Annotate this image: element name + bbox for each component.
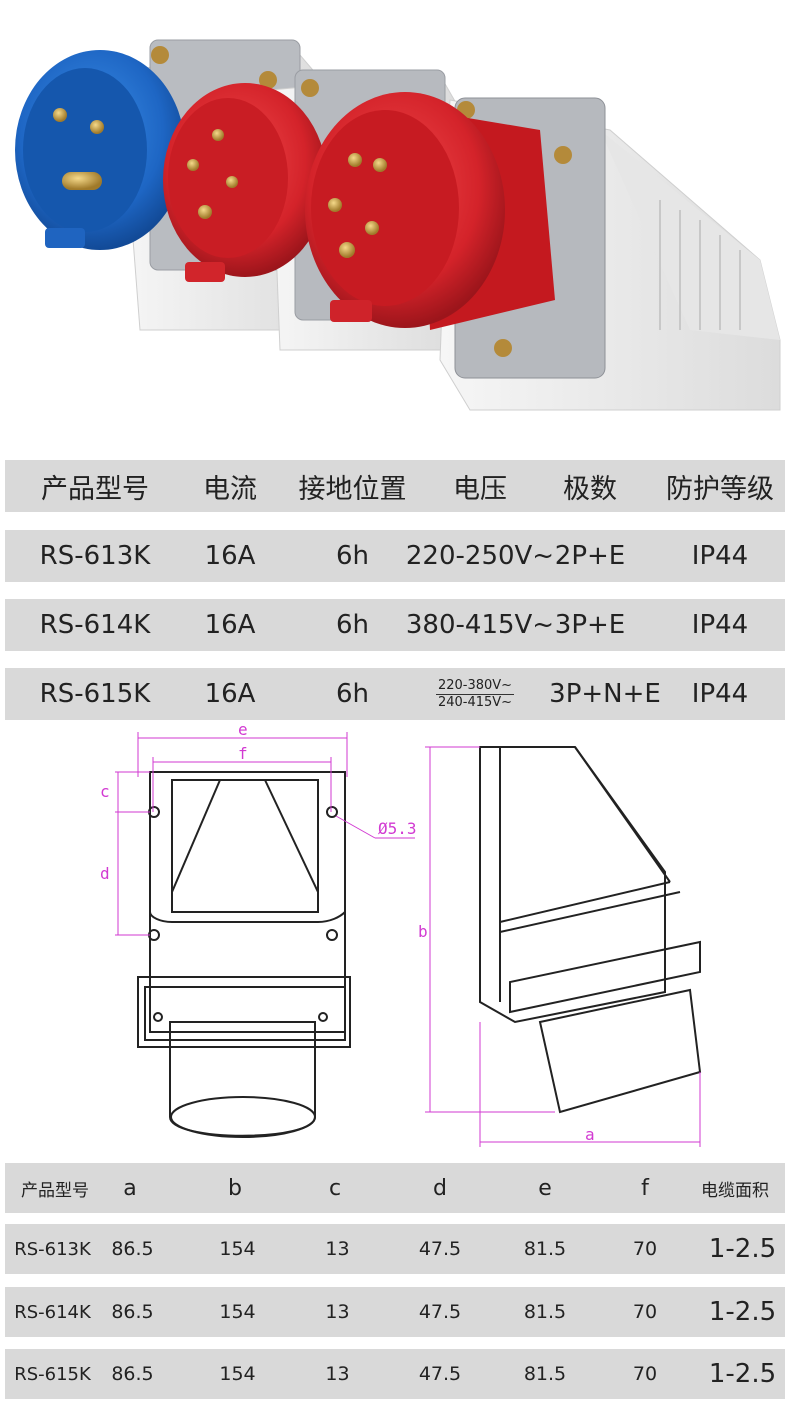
cell-b: 154 <box>219 1301 256 1323</box>
cell-model: RS-613K <box>39 541 151 571</box>
spec-table-header: 产品型号 电流 接地位置 电压 极数 防护等级 <box>5 460 785 512</box>
header-model: 产品型号 <box>41 473 149 505</box>
cell-e: 81.5 <box>523 1363 567 1385</box>
cell-cable: 1-2.5 <box>708 1297 777 1327</box>
cell-model: RS-614K <box>14 1301 91 1323</box>
dim-row: RS-615K 86.5 154 13 47.5 81.5 70 1-2.5 <box>5 1349 785 1399</box>
header-c: c <box>328 1175 342 1201</box>
cell-b: 154 <box>219 1238 256 1260</box>
header-d: d <box>433 1175 447 1201</box>
voltage-bottom: 240-415V~ <box>437 694 513 710</box>
cell-a: 86.5 <box>111 1363 154 1385</box>
header-voltage: 电压 <box>453 473 507 505</box>
header-ip: 防护等级 <box>666 473 774 505</box>
cell-c: 13 <box>325 1238 350 1260</box>
cell-poles: 2P+E <box>554 541 626 571</box>
dim-label-b: b <box>418 922 428 941</box>
spec-row: RS-615K 16A 6h 220-380V~ 240-415V~ 3P+N+… <box>5 668 785 720</box>
cell-model: RS-615K <box>39 679 151 709</box>
product-photo <box>15 39 781 411</box>
header-b: b <box>228 1175 242 1201</box>
cell-model: RS-615K <box>14 1363 91 1385</box>
spec-row: RS-614K 16A 6h 380-415V~ 3P+E IP44 <box>5 599 785 651</box>
cell-poles: 3P+N+E <box>549 679 661 709</box>
cell-ground: 6h <box>335 610 370 640</box>
header-cable: 电缆面积 <box>701 1180 769 1201</box>
header-current: 电流 <box>203 473 257 505</box>
dim-label-f: f <box>238 744 248 763</box>
dim-label-hole: Ø5.3 <box>378 819 417 838</box>
cell-b: 154 <box>219 1363 256 1385</box>
cell-poles: 3P+E <box>554 610 626 640</box>
dim-table-header: 产品型号 a b c d e f 电缆面积 <box>5 1163 785 1213</box>
cell-voltage: 380-415V~ <box>405 610 555 640</box>
cell-voltage: 220-380V~ 240-415V~ <box>410 668 540 720</box>
cell-cable: 1-2.5 <box>708 1359 777 1389</box>
dim-label-c: c <box>100 782 110 801</box>
cell-current: 16A <box>204 541 256 571</box>
spec-row: RS-613K 16A 6h 220-250V~ 2P+E IP44 <box>5 530 785 582</box>
header-f: f <box>641 1175 649 1201</box>
cell-d: 47.5 <box>418 1238 462 1260</box>
dim-label-a: a <box>585 1125 595 1144</box>
cell-c: 13 <box>325 1363 350 1385</box>
cell-f: 70 <box>632 1301 658 1323</box>
cell-current: 16A <box>204 610 256 640</box>
red-plug-unit-5p <box>305 92 781 411</box>
cell-cable: 1-2.5 <box>708 1234 777 1264</box>
header-poles: 极数 <box>563 473 617 505</box>
cell-e: 81.5 <box>523 1238 567 1260</box>
voltage-top: 220-380V~ <box>435 677 515 695</box>
cell-c: 13 <box>325 1301 350 1323</box>
header-ground: 接地位置 <box>298 473 407 505</box>
header-e: e <box>538 1175 552 1201</box>
cell-d: 47.5 <box>418 1301 462 1323</box>
cell-ip: IP44 <box>691 679 749 709</box>
cell-ground: 6h <box>335 541 370 571</box>
cell-f: 70 <box>632 1363 658 1385</box>
dim-label-e: e <box>238 722 248 739</box>
cell-f: 70 <box>632 1238 658 1260</box>
technical-drawing: e f c d b a Ø5.3 <box>100 722 702 1147</box>
cell-ground: 6h <box>335 679 370 709</box>
cell-current: 16A <box>204 679 256 709</box>
cell-ip: IP44 <box>691 610 749 640</box>
cell-model: RS-614K <box>39 610 151 640</box>
dim-label-d: d <box>100 864 110 883</box>
cell-a: 86.5 <box>111 1238 154 1260</box>
header-model: 产品型号 <box>21 1180 89 1201</box>
dim-row: RS-613K 86.5 154 13 47.5 81.5 70 1-2.5 <box>5 1224 785 1274</box>
cell-d: 47.5 <box>418 1363 462 1385</box>
cell-voltage: 220-250V~ <box>405 541 555 571</box>
cell-ip: IP44 <box>691 541 749 571</box>
cell-a: 86.5 <box>111 1301 154 1323</box>
header-a: a <box>123 1175 137 1201</box>
dim-row: RS-614K 86.5 154 13 47.5 81.5 70 1-2.5 <box>5 1287 785 1337</box>
cell-e: 81.5 <box>523 1301 567 1323</box>
cell-model: RS-613K <box>14 1238 91 1260</box>
